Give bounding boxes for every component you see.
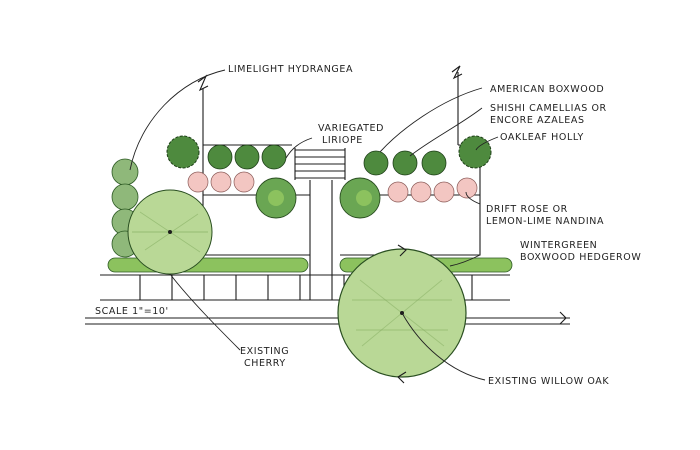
label-camellias-line2: ENCORE AZALEAS <box>490 115 585 126</box>
label-limelight-hydrangea: LIMELIGHT HYDRANGEA <box>228 64 353 75</box>
hedgerow-left <box>107 257 309 273</box>
liriope-right <box>339 177 381 219</box>
limelight-hydrangea <box>111 158 139 258</box>
existing-cherry <box>127 189 213 275</box>
front-steps <box>294 148 346 300</box>
label-hedgerow-line2: BOXWOOD HEDGEROW <box>520 252 641 263</box>
label-liriope-line2: LIRIOPE <box>322 135 363 146</box>
leader-lines <box>129 69 499 381</box>
label-camellias-line1: SHISHI CAMELLIAS OR <box>490 103 607 114</box>
camellias-right <box>363 150 447 176</box>
plant-labels: LIMELIGHT HYDRANGEA AMERICAN BOXWOOD SHI… <box>95 64 641 387</box>
label-cherry-line1: EXISTING <box>240 346 289 357</box>
drift-rose-right <box>387 177 478 203</box>
label-american-boxwood: AMERICAN BOXWOOD <box>490 84 604 95</box>
label-cherry-line2: CHERRY <box>244 358 286 369</box>
oakleaf-holly-right <box>458 135 492 169</box>
oakleaf-holly-left <box>166 135 200 169</box>
label-drift-rose-line1: DRIFT ROSE OR <box>486 204 568 215</box>
label-drift-rose-line2: LEMON-LIME NANDINA <box>486 216 604 227</box>
label-liriope-line1: VARIEGATED <box>318 123 384 134</box>
camellias-left <box>207 144 287 170</box>
label-scale: SCALE 1"=10' <box>95 306 169 317</box>
label-oakleaf-holly: OAKLEAF HOLLY <box>500 132 584 143</box>
label-willow-oak: EXISTING WILLOW OAK <box>488 376 609 387</box>
drift-rose-left <box>187 171 255 193</box>
liriope-left <box>255 177 297 219</box>
label-hedgerow-line1: WINTERGREEN <box>520 240 597 251</box>
